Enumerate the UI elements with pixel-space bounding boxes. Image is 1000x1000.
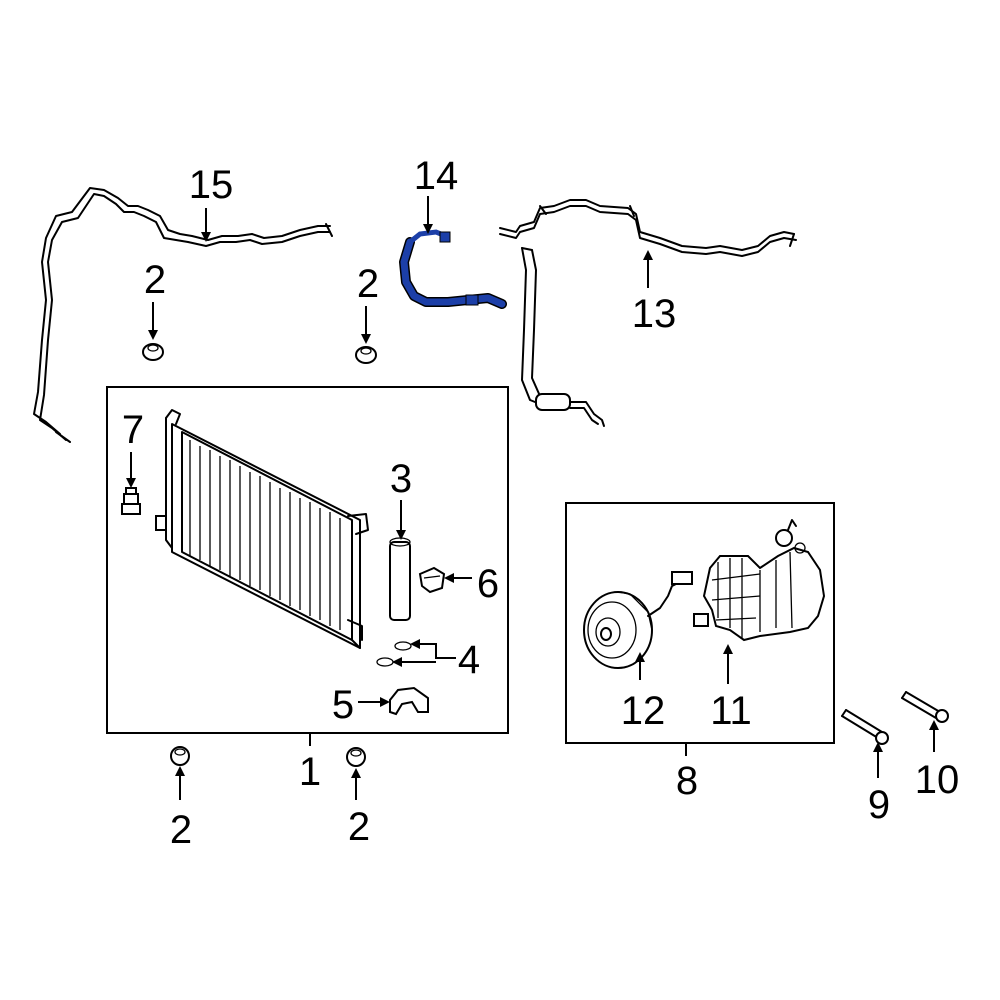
pressure-sensor-7[interactable] — [121, 487, 141, 515]
callout-12: 12 — [621, 689, 666, 733]
ac-line-13[interactable] — [499, 199, 797, 427]
callout-2b: 2 — [357, 262, 379, 306]
cap-6[interactable] — [418, 566, 446, 594]
grommet-top-middle[interactable] — [355, 346, 377, 364]
o-ring-4b[interactable] — [376, 657, 394, 667]
callout-6: 6 — [477, 562, 499, 606]
callout-15: 15 — [189, 163, 234, 207]
callout-10: 10 — [915, 758, 960, 802]
callout-9: 9 — [868, 783, 890, 827]
grommet-bottom-left[interactable] — [170, 746, 190, 766]
clutch-assembly-12[interactable] — [583, 571, 693, 669]
callout-2c: 2 — [170, 808, 192, 852]
compressor-group-box — [565, 502, 835, 744]
receiver-dryer-3[interactable] — [389, 537, 411, 621]
ac-line-15[interactable] — [33, 187, 333, 443]
ac-hose-14[interactable] — [399, 229, 507, 309]
callout-5: 5 — [332, 683, 354, 727]
callout-2d: 2 — [348, 805, 370, 849]
o-ring-4a[interactable] — [394, 641, 412, 651]
condenser-group-box — [106, 386, 509, 734]
callout-14: 14 — [414, 154, 459, 198]
callout-13: 13 — [632, 292, 677, 336]
condenser-1[interactable] — [155, 409, 369, 649]
callout-1: 1 — [299, 750, 321, 794]
grommet-bottom-middle[interactable] — [346, 747, 366, 767]
callout-11: 11 — [710, 689, 752, 733]
compressor-11[interactable] — [693, 519, 826, 642]
callout-3: 3 — [390, 457, 412, 501]
bolt-9[interactable] — [841, 709, 889, 745]
bracket-5[interactable] — [389, 686, 429, 716]
callout-8: 8 — [676, 759, 698, 803]
callout-7: 7 — [122, 408, 144, 452]
grommet-top-left[interactable] — [142, 343, 164, 361]
leader-lines — [126, 196, 939, 800]
callout-4: 4 — [458, 638, 480, 682]
bolt-10[interactable] — [901, 691, 949, 723]
callout-numbers: 15 14 13 2 2 7 3 6 4 5 1 2 2 12 11 8 9 1… — [122, 154, 959, 852]
callout-2a: 2 — [144, 258, 166, 302]
